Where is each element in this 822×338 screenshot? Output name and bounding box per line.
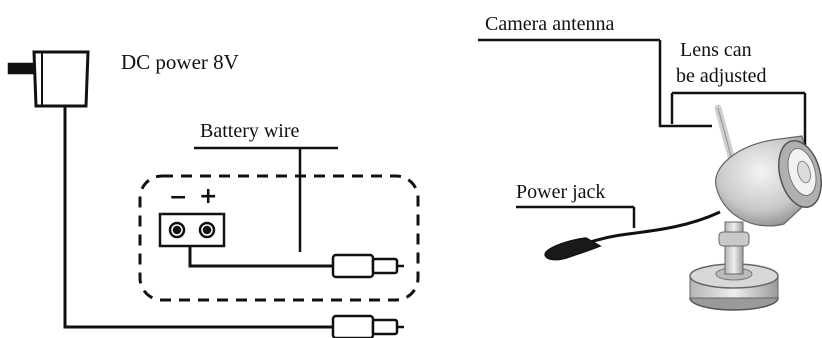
barrel-plug-icon — [331, 314, 404, 338]
lens-label-line2: be adjusted — [676, 65, 767, 87]
battery-cable — [188, 246, 334, 268]
power-jack-label: Power jack — [516, 181, 606, 203]
camera-antenna-label: Camera antenna — [485, 13, 615, 35]
dc-power-label: DC power 8V — [121, 50, 239, 74]
plus-terminal-label: + — [199, 184, 218, 209]
barrel-plug-icon — [331, 253, 404, 279]
power-adapter-icon — [7, 50, 90, 108]
antenna-leader — [658, 40, 712, 128]
battery-region — [138, 174, 420, 302]
minus-terminal-label: − — [169, 185, 188, 210]
adapter-cable — [63, 106, 338, 329]
lens-label-line1: Lens can — [680, 39, 752, 61]
battery-wire-label: Battery wire — [200, 120, 300, 142]
battery-box-icon — [158, 212, 226, 248]
camera-icon — [544, 104, 822, 311]
